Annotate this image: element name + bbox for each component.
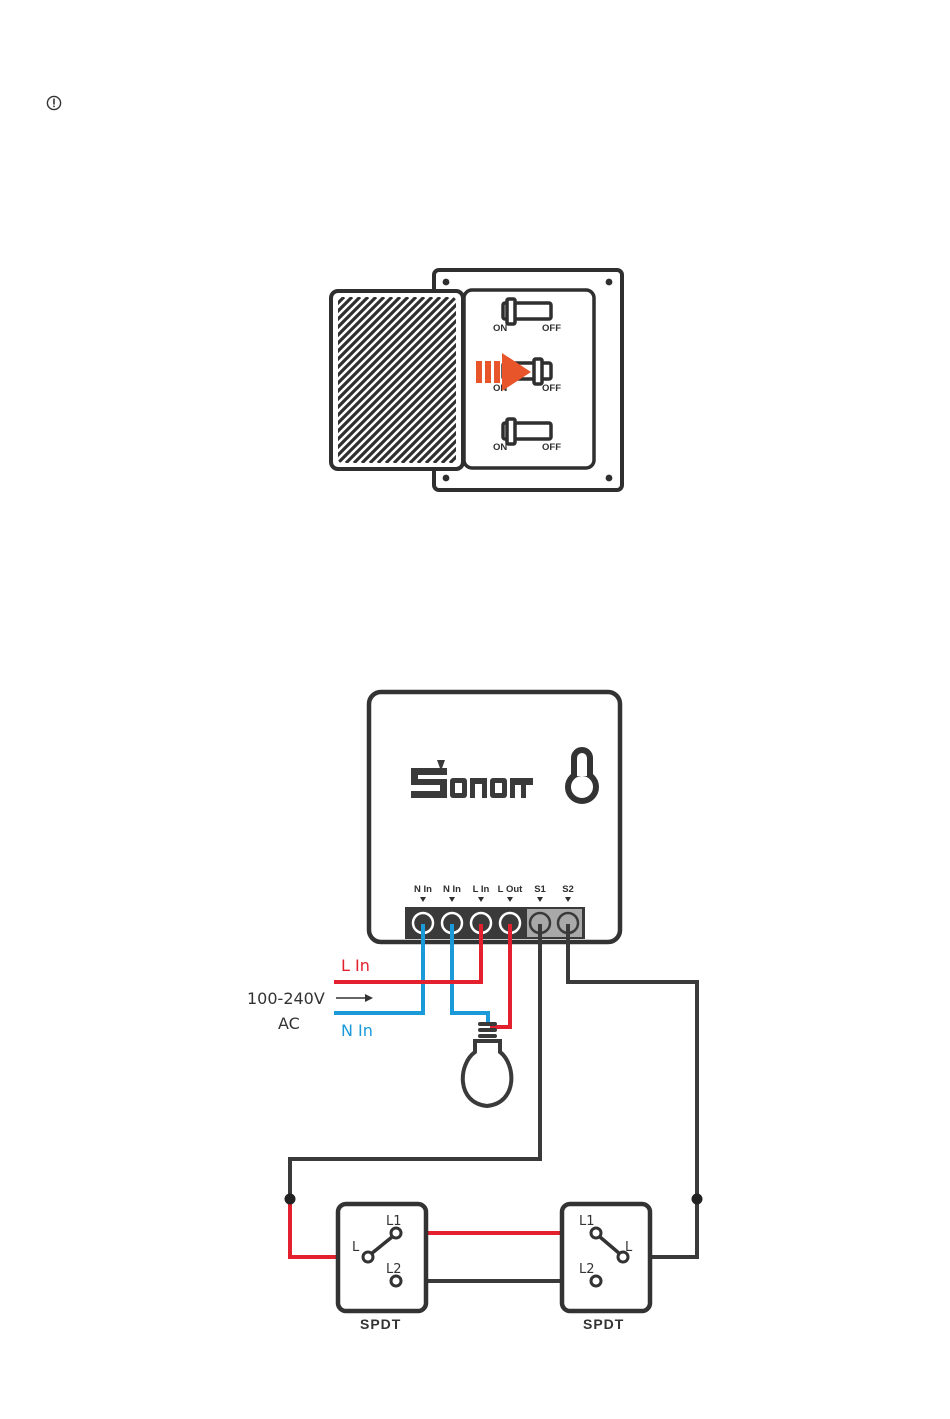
live-wires (290, 924, 596, 1257)
terminal-label: L In (473, 884, 490, 895)
spdt-right-label: SPDT (583, 1316, 624, 1332)
voltage-label: 100-240V (247, 989, 325, 1008)
arrow-right-icon (336, 994, 373, 1002)
l1-label: L1 (386, 1214, 402, 1229)
l-in-label: L In (341, 956, 370, 975)
terminal-label: N In (443, 884, 461, 895)
terminal-label: L Out (498, 884, 523, 895)
sonoff-device (369, 692, 620, 942)
l1-label: L1 (579, 1214, 595, 1229)
terminal-label: S1 (534, 884, 546, 895)
l2-label: L2 (579, 1262, 595, 1277)
spdt-switch-left[interactable]: L1 L L2 (338, 1204, 426, 1311)
terminal-label: N In (414, 884, 432, 895)
bulb-icon (463, 1022, 512, 1106)
l-label: L (352, 1240, 360, 1255)
l2-label: L2 (386, 1262, 402, 1277)
terminal-label: S2 (562, 884, 574, 895)
ac-label: AC (278, 1014, 300, 1033)
spdt-left-label: SPDT (360, 1316, 401, 1332)
l-label: L (625, 1240, 633, 1255)
spdt-switch-right[interactable]: L1 L L2 (562, 1204, 650, 1311)
n-in-label: N In (341, 1021, 373, 1040)
